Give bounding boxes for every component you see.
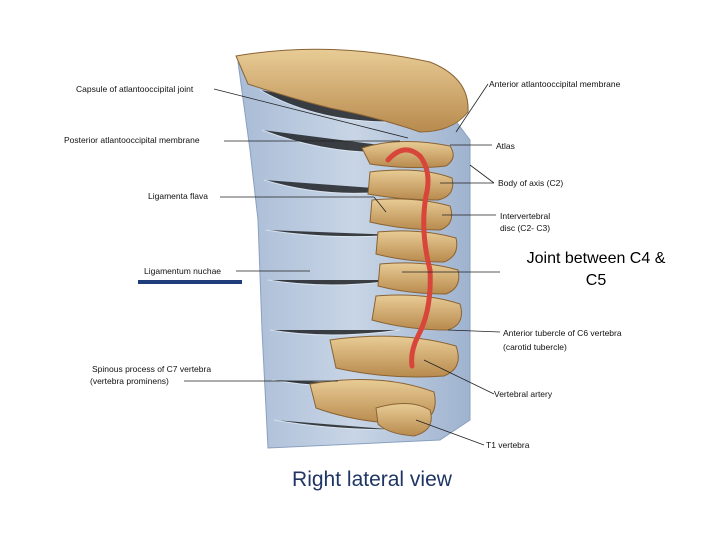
label-atlas: Atlas: [496, 141, 515, 151]
label-posterior-membrane: Posterior atlantooccipital membrane: [64, 135, 200, 145]
vertebrae: [309, 141, 462, 437]
label-disc-line1: Intervertebral: [500, 211, 551, 221]
label-joint-c4-c5: Joint between C4 & C5: [498, 248, 694, 292]
label-body-axis: Body of axis (C2): [498, 178, 564, 188]
label-joint-line2: C5: [585, 272, 607, 289]
leader-lines: [184, 83, 501, 446]
label-anterior-membrane: Anterior atlantooccipital membrane: [489, 79, 621, 89]
label-ligamentum-nuchae: Ligamentum nuchae: [144, 266, 222, 276]
figure-caption: Right lateral view: [292, 468, 452, 491]
highlight-underline: [138, 280, 242, 284]
occipital-bone: [235, 48, 469, 133]
label-vertebral-artery: Vertebral artery: [494, 389, 553, 399]
vertebral-artery: [385, 147, 433, 369]
label-disc-line2: disc (C2- C3): [500, 223, 551, 233]
label-joint-line1: Joint between C4 &: [526, 250, 666, 267]
label-ligamenta-flava: Ligamenta flava: [148, 191, 209, 201]
label-tubercle-line1: Anterior tubercle of C6 vertebra: [503, 328, 622, 338]
label-capsule: Capsule of atlantooccipital joint: [76, 84, 194, 94]
label-spinous-line2: (vertebra prominens): [90, 376, 169, 386]
label-tubercle-line2: (carotid tubercle): [503, 342, 567, 352]
label-spinous-line1: Spinous process of C7 vertebra: [92, 364, 212, 374]
label-t1: T1 vertebra: [486, 440, 530, 450]
